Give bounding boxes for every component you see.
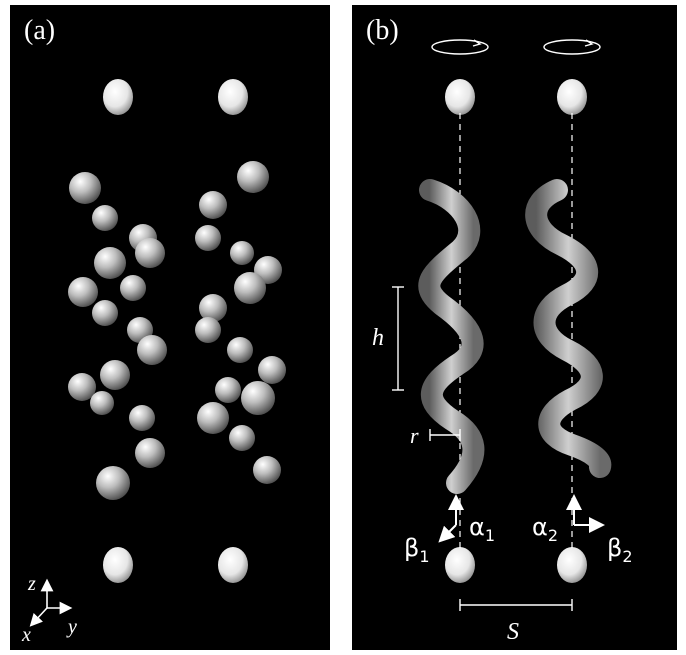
bead — [195, 317, 221, 343]
r-marker — [429, 429, 461, 441]
right-bead-column — [195, 161, 286, 484]
bottom-sphere-left — [103, 547, 133, 583]
panel-a: z y x (a) — [10, 5, 330, 650]
bead — [68, 373, 96, 401]
panel-a-label: (a) — [24, 15, 56, 46]
bead — [100, 360, 130, 390]
helix-right — [525, 179, 612, 478]
top-sphere-left — [445, 79, 475, 115]
frame-arrows-left — [438, 494, 464, 543]
bead — [129, 405, 155, 431]
bead — [92, 205, 118, 231]
rotation-icon-right — [543, 39, 601, 55]
frame-arrows-right — [566, 494, 605, 533]
top-sphere-right — [218, 79, 248, 115]
bead — [96, 466, 130, 500]
axis-triad — [29, 578, 73, 627]
panel-b-canvas: h r α1 β1 α2 β2 S — [372, 39, 633, 645]
axis-x-label: x — [21, 624, 31, 646]
h-bracket — [392, 286, 404, 391]
bead — [195, 225, 221, 251]
alpha2-label: α2 — [532, 513, 558, 545]
bead — [135, 438, 165, 468]
panel-b: h r α1 β1 α2 β2 S (b) — [352, 5, 677, 650]
top-sphere-left — [103, 79, 133, 115]
rotation-icon-left — [431, 39, 489, 55]
bead — [253, 456, 281, 484]
bead — [92, 300, 118, 326]
panel-b-label: (b) — [366, 15, 399, 46]
bead — [241, 381, 275, 415]
s-label: S — [507, 619, 519, 645]
bead — [120, 275, 146, 301]
h-label: h — [372, 325, 384, 351]
beta2-label: β2 — [607, 534, 633, 566]
bead — [227, 337, 253, 363]
beta1-label: β1 — [404, 534, 430, 566]
bead — [234, 272, 266, 304]
bead — [230, 241, 254, 265]
bead — [135, 238, 165, 268]
top-sphere-right — [557, 79, 587, 115]
bead — [237, 161, 269, 193]
left-bead-column — [68, 172, 167, 500]
bead — [69, 172, 101, 204]
bead — [229, 425, 255, 451]
bottom-sphere-right — [557, 547, 587, 583]
panel-a-canvas: z y x — [21, 79, 286, 646]
r-label: r — [410, 423, 419, 448]
bead — [199, 191, 227, 219]
s-bracket — [459, 599, 573, 611]
bead — [137, 335, 167, 365]
axis-z-label: z — [27, 573, 36, 595]
helix-left — [418, 179, 485, 494]
bead — [199, 294, 227, 322]
bottom-sphere-left — [445, 547, 475, 583]
bottom-sphere-right — [218, 547, 248, 583]
bead — [68, 277, 98, 307]
bead — [197, 402, 229, 434]
alpha1-label: α1 — [469, 513, 495, 545]
axis-y-label: y — [66, 616, 77, 638]
bead — [94, 247, 126, 279]
bead — [215, 377, 241, 403]
bead — [90, 391, 114, 415]
bead — [258, 356, 286, 384]
